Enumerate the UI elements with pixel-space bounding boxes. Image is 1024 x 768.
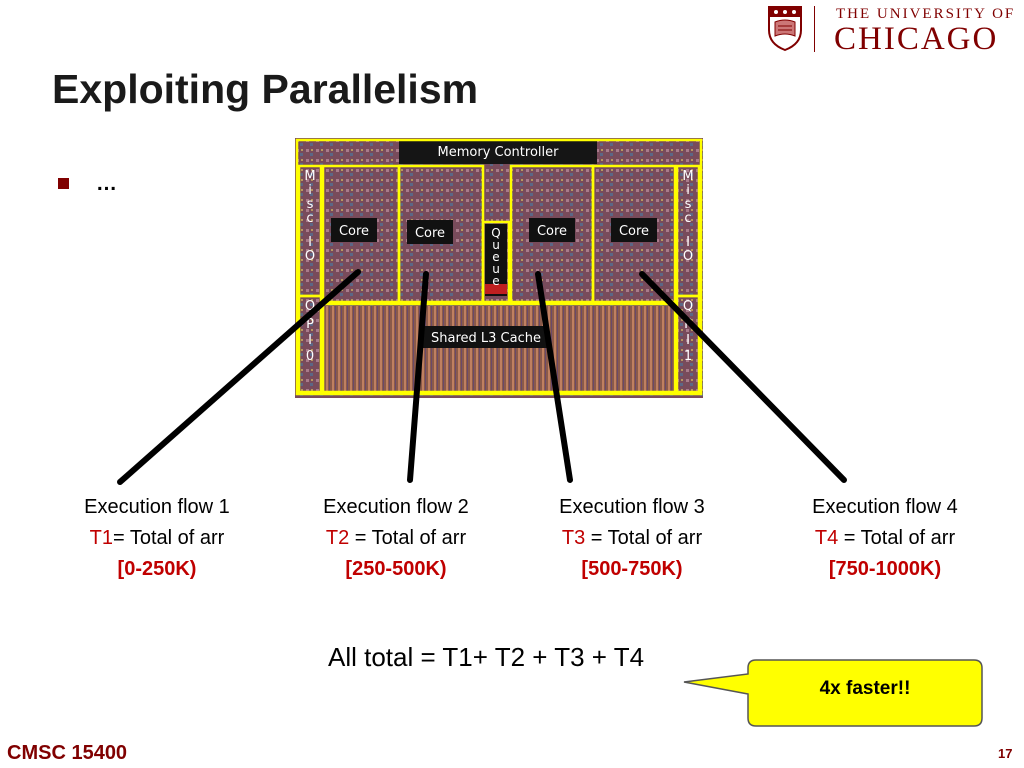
callout-text: 4x faster!! xyxy=(819,678,911,699)
misc-io-left-letter: c xyxy=(306,211,313,226)
flow-heading: Execution flow 3 xyxy=(559,496,705,518)
logo-line-2: CHICAGO xyxy=(834,21,999,57)
execution-flow-1: Execution flow 1 T1= Total of arr [0-250… xyxy=(47,492,267,585)
flow-eq: = Total of arr xyxy=(585,527,703,549)
qpi-left-letter: Q xyxy=(305,299,315,314)
qpi-left-letter: P xyxy=(306,317,314,332)
queue-letter: Q xyxy=(491,226,500,240)
flow-var: T1 xyxy=(89,527,113,549)
qpi-left-letter: 0 xyxy=(306,349,314,364)
execution-flow-3: Execution flow 3 T3 = Total of arr [500-… xyxy=(522,492,742,585)
queue-letter: e xyxy=(492,274,499,288)
all-total-formula: All total = T1+ T2 + T3 + T4 xyxy=(328,642,645,672)
university-seal-icon xyxy=(768,6,802,52)
core-labels: Core Core Core Core xyxy=(331,218,657,244)
misc-io-left-letter: i xyxy=(308,183,312,198)
bullet-text: … xyxy=(96,172,117,195)
flow-range: [750-1000K) xyxy=(828,558,942,580)
bullet-square-icon xyxy=(58,178,69,189)
flow-heading: Execution flow 2 xyxy=(323,496,469,518)
flow-var: T2 xyxy=(325,527,350,549)
memory-controller-label: Memory Controller xyxy=(438,145,560,160)
core-label-2: Core xyxy=(415,226,445,241)
flow-range: [500-750K) xyxy=(581,558,683,580)
qpi-right-letter: I xyxy=(686,333,690,348)
misc-io-right-letter: I xyxy=(686,235,690,250)
execution-flow-2: Execution flow 2 T2 = Total of arr [250-… xyxy=(286,492,506,585)
pointer-line-4 xyxy=(639,271,847,483)
misc-io-left-letter: M xyxy=(304,169,315,184)
core-label-4: Core xyxy=(619,224,649,239)
execution-flow-4: Execution flow 4 T4 = Total of arr [750-… xyxy=(775,492,995,585)
queue-letter: e xyxy=(492,250,499,264)
misc-io-right-letter: c xyxy=(684,211,691,226)
misc-io-left-letter: s xyxy=(307,197,314,212)
flow-var: T4 xyxy=(814,527,839,549)
course-code: CMSC 15400 xyxy=(7,742,128,764)
qpi-right-letter: Q xyxy=(683,299,693,314)
cpu-die-image: Memory Controller Core Core Core Core Q … xyxy=(295,138,703,398)
misc-io-left-letter: O xyxy=(305,249,315,264)
flow-heading: Execution flow 4 xyxy=(812,496,958,518)
misc-io-left-letter: I xyxy=(308,235,312,250)
misc-io-right-letter: i xyxy=(686,183,690,198)
logo-divider xyxy=(814,6,815,52)
core-label-1: Core xyxy=(339,224,369,239)
pointer-line-2 xyxy=(407,271,429,483)
flow-var: T3 xyxy=(561,527,586,549)
flow-heading: Execution flow 1 xyxy=(84,496,230,518)
pointer-line-1 xyxy=(117,269,361,485)
flow-range: [250-500K) xyxy=(345,558,447,580)
qpi-right-letter: 1 xyxy=(684,349,692,364)
flow-range: [0-250K) xyxy=(117,558,197,580)
slide-title: Exploiting Parallelism xyxy=(52,66,479,112)
core-label-3: Core xyxy=(537,224,567,239)
qpi-left-letter: I xyxy=(308,333,312,348)
queue-letter: u xyxy=(492,262,500,276)
logo-line-1: THE UNIVERSITY OF xyxy=(836,6,1016,22)
l3-cache-label: Shared L3 Cache xyxy=(431,331,541,346)
university-logo: THE UNIVERSITY OF CHICAGO xyxy=(766,4,1022,57)
page-number: 17 xyxy=(998,746,1013,761)
misc-io-right-letter: s xyxy=(685,197,692,212)
pointer-line-3 xyxy=(535,271,573,483)
misc-io-right-letter: O xyxy=(683,249,693,264)
queue-letter: u xyxy=(492,238,500,252)
flow-eq: = Total of arr xyxy=(349,527,467,549)
flow-eq: = Total of arr xyxy=(112,527,225,549)
flow-eq: = Total of arr xyxy=(838,527,956,549)
misc-io-right-letter: M xyxy=(682,169,693,184)
